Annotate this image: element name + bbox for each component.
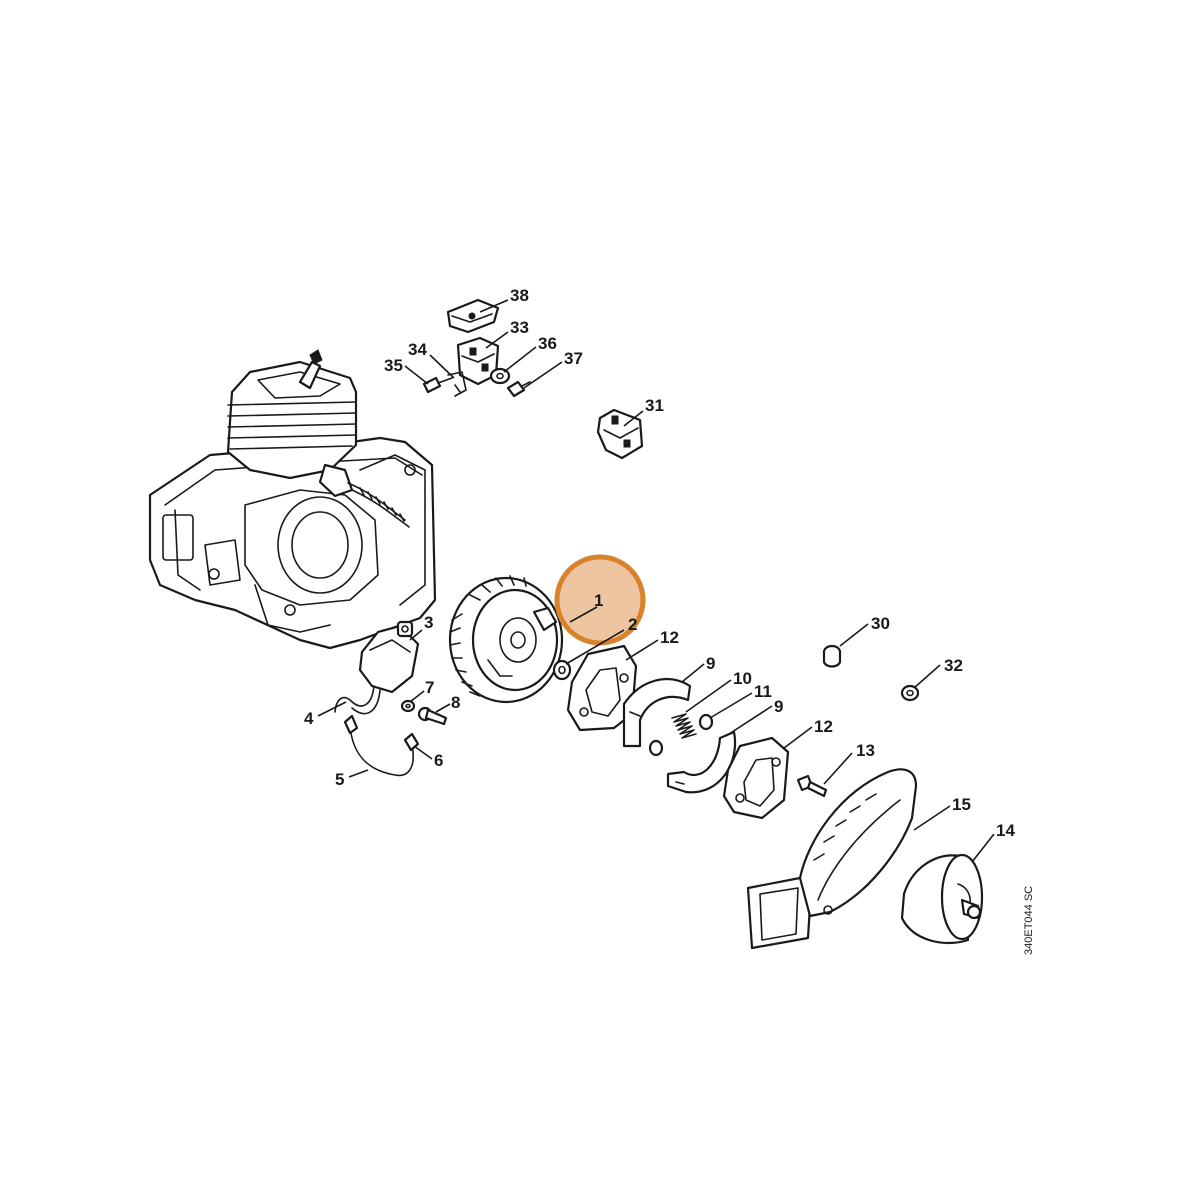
callout-32: 32 xyxy=(944,656,963,675)
callout-7: 7 xyxy=(425,678,434,697)
callout-35: 35 xyxy=(384,356,403,375)
part-38-cap[interactable] xyxy=(446,298,500,334)
part-37-screw[interactable] xyxy=(506,380,531,398)
callout-9a: 9 xyxy=(706,654,715,673)
callout-3: 3 xyxy=(424,613,433,632)
callout-34: 34 xyxy=(408,340,427,359)
part-1-flywheel[interactable] xyxy=(448,575,564,704)
engine-crankcase-illustration xyxy=(148,349,437,650)
callout-30: 30 xyxy=(871,614,890,633)
part-7-washer[interactable] xyxy=(400,699,416,713)
callout-2: 2 xyxy=(628,615,637,634)
callout-15: 15 xyxy=(952,795,971,814)
part-35-screw[interactable] xyxy=(422,376,453,394)
part-30-sleeve[interactable] xyxy=(822,644,842,668)
callouts: 38 33 34 35 36 37 31 1 2 3 4 5 6 7 8 12 xyxy=(304,286,1015,863)
callout-6: 6 xyxy=(434,751,443,770)
part-5-short-circuit-wire[interactable] xyxy=(343,714,414,777)
part-8-screw[interactable] xyxy=(417,706,448,726)
part-34-contact-spring[interactable] xyxy=(447,371,467,397)
part-3-ignition-module[interactable] xyxy=(358,620,420,694)
callout-1: 1 xyxy=(594,591,603,610)
part-9-clutch-shoe-lower[interactable] xyxy=(666,730,737,794)
part-4-ignition-lead[interactable] xyxy=(334,685,381,715)
callout-37: 37 xyxy=(564,349,583,368)
part-10-clutch-spring[interactable] xyxy=(671,713,697,739)
callout-36: 36 xyxy=(538,334,557,353)
callout-14: 14 xyxy=(996,821,1015,840)
part-14-clutch-drum[interactable] xyxy=(900,853,984,945)
callout-33: 33 xyxy=(510,318,529,337)
part-31-clip[interactable] xyxy=(596,408,644,460)
part-12-clutch-carrier-plate-rear[interactable] xyxy=(722,736,790,820)
callout-13: 13 xyxy=(856,741,875,760)
part-2-nut[interactable] xyxy=(552,659,572,681)
callout-5: 5 xyxy=(335,770,344,789)
callout-9b: 9 xyxy=(774,697,783,716)
callout-31: 31 xyxy=(645,396,664,415)
part-13-clutch-screw[interactable] xyxy=(796,774,828,798)
drawing-code: 340ET044 SC xyxy=(1023,886,1035,955)
part-32-washer-small[interactable] xyxy=(900,684,920,702)
part-11-spacer[interactable] xyxy=(648,713,714,757)
callout-8: 8 xyxy=(451,693,460,712)
callout-12a: 12 xyxy=(660,628,679,647)
part-15-cover[interactable] xyxy=(746,768,918,950)
callout-11: 11 xyxy=(754,682,772,701)
callout-12b: 12 xyxy=(814,717,833,736)
callout-38: 38 xyxy=(510,286,529,305)
highlight-circle xyxy=(554,554,646,646)
callout-10: 10 xyxy=(733,669,752,688)
part-9-clutch-shoe-upper[interactable] xyxy=(622,678,692,748)
callout-4: 4 xyxy=(304,709,314,728)
